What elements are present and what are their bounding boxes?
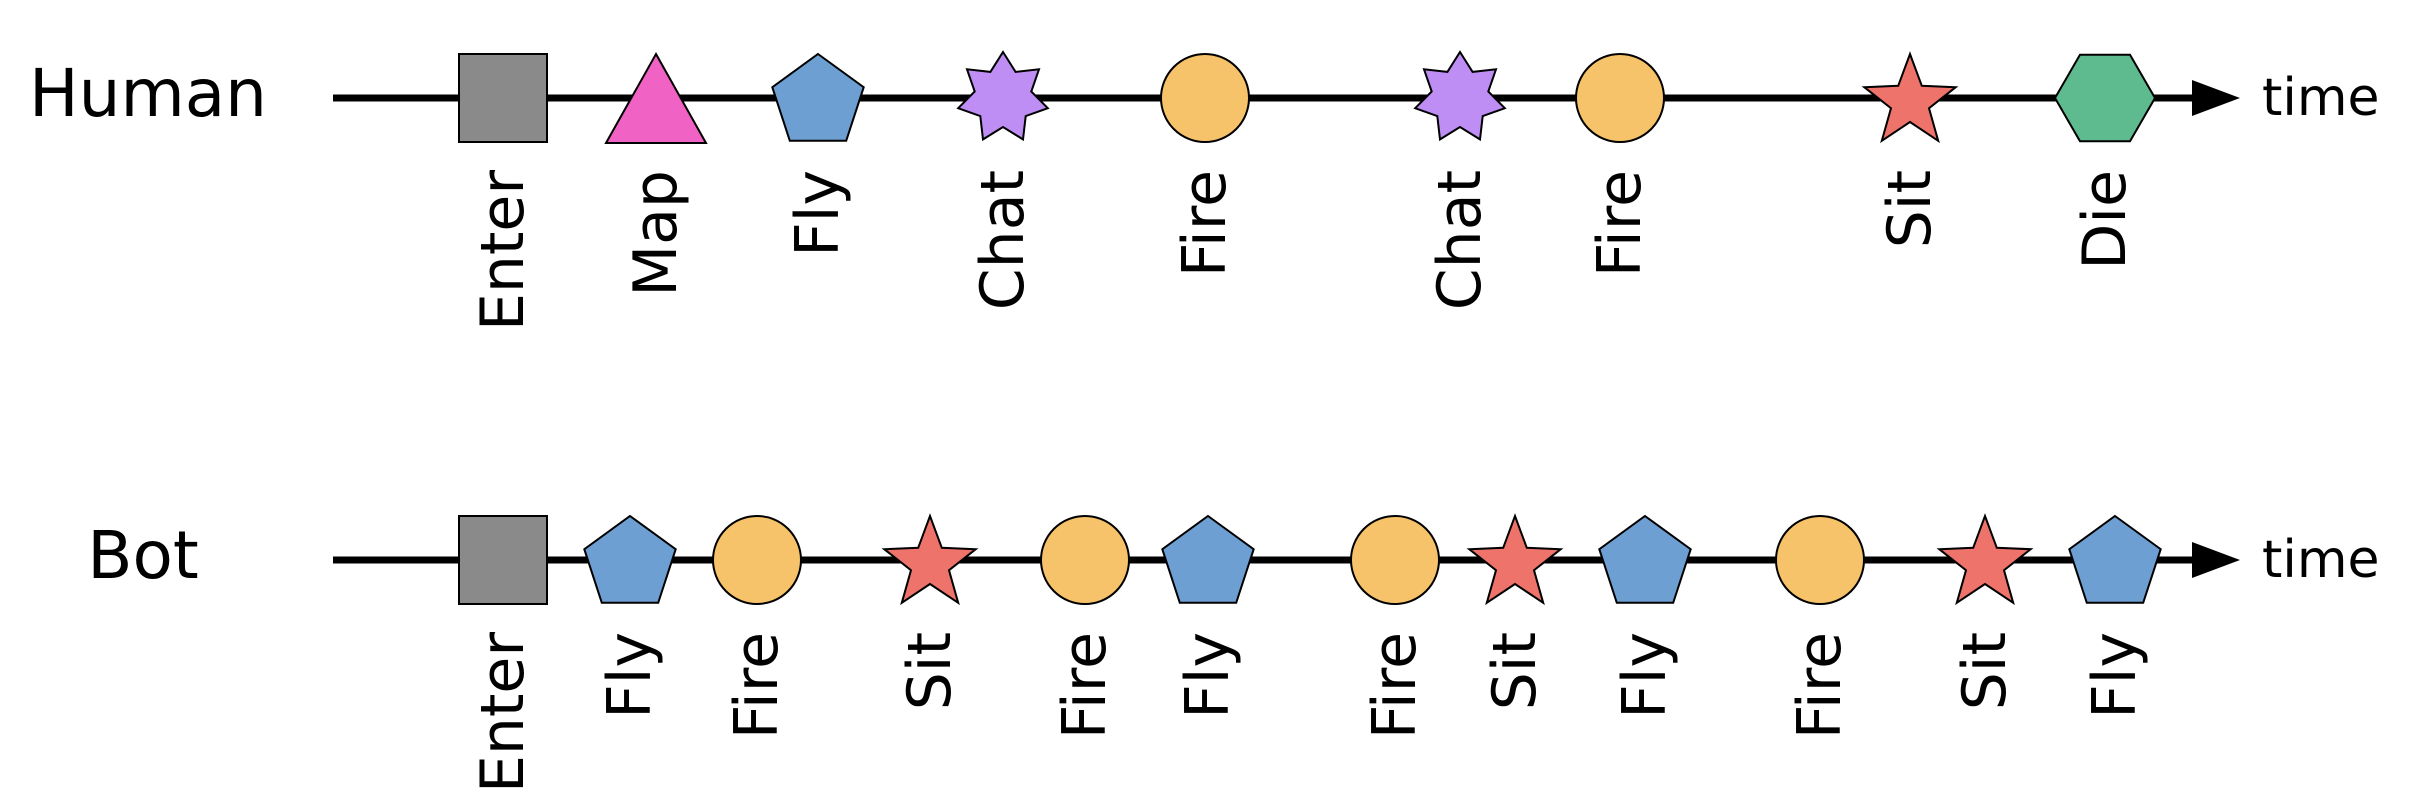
event-fire: Fire — [1160, 53, 1250, 277]
event-label: Die — [2070, 170, 2140, 270]
event-label: Sit — [1950, 632, 2020, 710]
timeline-bot: Bot time Enter Fly Fire Sit Fire Fly Fire Sit Fl… — [87, 513, 2379, 793]
event-label: Fly — [783, 170, 853, 257]
event-label: Fire — [1050, 632, 1120, 739]
event-fly: Fly — [771, 52, 865, 257]
timeline-human: Human time Enter Map Fly Chat Fire Chat Fire Si… — [29, 50, 2379, 331]
five-point-star-marker — [1936, 513, 2034, 606]
pentagon-marker — [1598, 514, 1692, 604]
circle-marker — [1350, 515, 1440, 605]
timeline-title: Bot — [87, 517, 199, 594]
event-list: Enter Map Fly Chat Fire Chat Fire Sit Die — [458, 50, 2157, 331]
event-list: Enter Fly Fire Sit Fire Fly Fire Sit Fly Fire Sit F… — [458, 513, 2162, 793]
circle-marker — [1040, 515, 1130, 605]
event-fire: Fire — [712, 515, 802, 739]
pentagon-marker — [771, 52, 865, 142]
event-enter: Enter — [458, 515, 548, 793]
timeline-title: Human — [29, 55, 267, 132]
event-chat: Chat — [956, 50, 1050, 310]
event-die: Die — [2053, 53, 2157, 270]
triangle-marker — [604, 51, 708, 144]
seven-point-star-marker — [956, 50, 1050, 142]
time-axis-label: time — [2262, 530, 2379, 590]
pentagon-marker — [583, 514, 677, 604]
event-fly: Fly — [583, 514, 677, 719]
five-point-star-marker — [1466, 513, 1564, 606]
event-label: Fly — [595, 632, 665, 719]
event-fly: Fly — [2068, 514, 2162, 719]
event-label: Map — [621, 170, 691, 297]
event-sit: Sit — [1466, 513, 1564, 710]
circle-marker — [1575, 53, 1665, 143]
event-fire: Fire — [1575, 53, 1665, 277]
event-label: Fire — [1585, 170, 1655, 277]
event-label: Enter — [468, 632, 538, 793]
event-label: Fly — [1610, 632, 1680, 719]
circle-marker — [1775, 515, 1865, 605]
event-chat: Chat — [1413, 50, 1507, 310]
event-label: Sit — [895, 632, 965, 710]
event-fly: Fly — [1598, 514, 1692, 719]
event-sit: Sit — [1936, 513, 2034, 710]
circle-marker — [712, 515, 802, 605]
pentagon-marker — [2068, 514, 2162, 604]
event-sit: Sit — [881, 513, 979, 710]
event-label: Sit — [1480, 632, 1550, 710]
event-label: Enter — [468, 170, 538, 331]
event-fire: Fire — [1350, 515, 1440, 739]
event-map: Map — [604, 51, 708, 297]
five-point-star-marker — [1861, 51, 1959, 144]
square-marker — [458, 53, 548, 143]
event-label: Chat — [1425, 170, 1495, 310]
event-label: Fire — [1360, 632, 1430, 739]
event-label: Fly — [2080, 632, 2150, 719]
event-label: Chat — [968, 170, 1038, 310]
event-label: Fire — [1785, 632, 1855, 739]
event-label: Fly — [1173, 632, 1243, 719]
pentagon-marker — [1161, 514, 1255, 604]
event-label: Fire — [1170, 170, 1240, 277]
event-label: Sit — [1875, 170, 1945, 248]
event-enter: Enter — [458, 53, 548, 331]
circle-marker — [1160, 53, 1250, 143]
event-fire: Fire — [1775, 515, 1865, 739]
event-sit: Sit — [1861, 51, 1959, 248]
timeline-arrowhead — [2192, 542, 2240, 578]
seven-point-star-marker — [1413, 50, 1507, 142]
square-marker — [458, 515, 548, 605]
event-fire: Fire — [1040, 515, 1130, 739]
time-axis-label: time — [2262, 68, 2379, 128]
timeline-arrowhead — [2192, 80, 2240, 116]
event-label: Fire — [722, 632, 792, 739]
event-fly: Fly — [1161, 514, 1255, 719]
five-point-star-marker — [881, 513, 979, 606]
hexagon-marker — [2053, 53, 2157, 143]
